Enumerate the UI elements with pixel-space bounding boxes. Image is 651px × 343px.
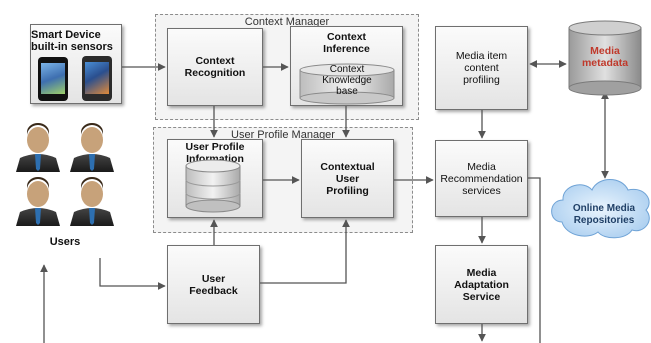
contextual-user-profiling-box: Contextual User Profiling xyxy=(301,139,394,218)
media-adaptation-box: Media Adaptation Service xyxy=(435,245,528,324)
users-people-group xyxy=(16,123,114,226)
media-content-profiling-box: Media item content profiling xyxy=(435,26,528,110)
user-profile-manager-title: User Profile Manager xyxy=(231,129,335,141)
phone-screen xyxy=(41,63,65,94)
user-profile-information-box: User Profile Information xyxy=(167,139,263,218)
media-recommendation-box: Media Recommendation services xyxy=(435,140,528,217)
context-recognition-box: Context Recognition xyxy=(167,28,263,106)
connector xyxy=(99,258,166,290)
online-media-repositories-label: Online Media Repositories xyxy=(572,203,636,226)
sensors-title-line1: Smart Device xyxy=(31,29,101,41)
connector xyxy=(528,177,541,343)
knowledge-base-label: Context Knowledge base xyxy=(322,64,372,97)
media-metadata-label: Media metadata xyxy=(581,45,629,69)
user-feedback-box: User Feedback xyxy=(167,245,260,324)
sensors-title-line2: built-in sensors xyxy=(31,41,113,53)
context-manager-title: Context Manager xyxy=(244,16,330,28)
smartphone-icon xyxy=(38,57,68,101)
users-label: Users xyxy=(49,236,81,248)
phone-screen xyxy=(85,62,109,94)
smartphone-icon xyxy=(82,56,112,101)
